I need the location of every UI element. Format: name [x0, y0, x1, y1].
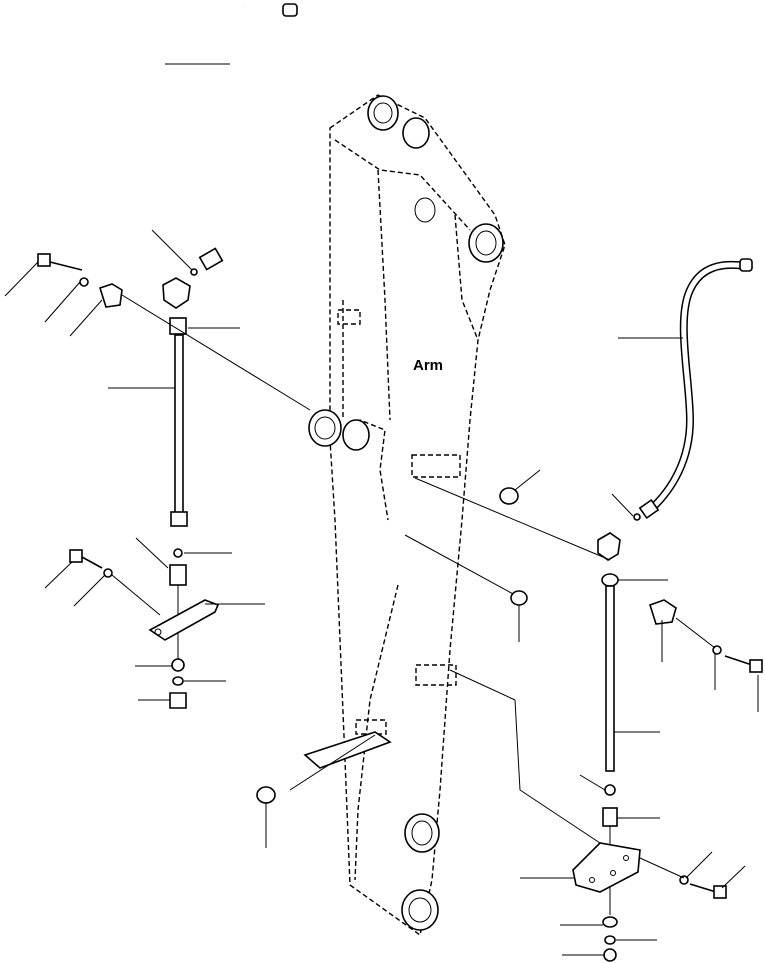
- arm-fittings: [256, 469, 611, 848]
- arm-label: Arm: [413, 357, 443, 374]
- left-pipe-assembly: [108, 229, 265, 709]
- left-hose: [165, 3, 298, 271]
- left-bolt-group: [4, 253, 311, 616]
- right-pipe-assembly: [520, 532, 668, 962]
- right-bolt-group: [639, 599, 763, 899]
- right-hose: [611, 258, 753, 521]
- arm-body: Arm: [308, 94, 506, 937]
